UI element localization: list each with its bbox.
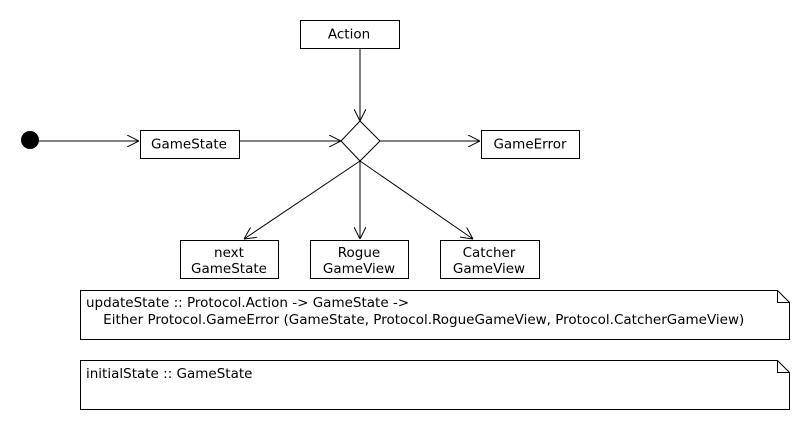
initial-state-note: initialState :: GameState [80,360,790,410]
rogue-gameview-node: Rogue GameView [310,240,409,279]
action-node-label: Action [328,27,370,43]
update-state-note: updateState :: Protocol.Action -> GameSt… [80,290,790,340]
decision-node [340,120,381,162]
next-gamestate-label-line-1: next [214,245,244,261]
gamestate-node: GameState [140,130,240,159]
catcher-gameview-label-line-1: Catcher [463,245,516,261]
edges [39,49,480,239]
update-state-note-line-1: updateState :: Protocol.Action -> GameSt… [86,295,409,311]
update-state-note-line-2: Either Protocol.GameError (GameState, Pr… [86,312,744,328]
initial-state-note-line-1: initialState :: GameState [86,366,252,382]
edge-decision-to-catcher-gameview [359,160,473,239]
next-gamestate-node: next GameState [180,240,279,279]
next-gamestate-label-line-2: GameState [191,261,267,277]
rogue-gameview-label-line-1: Rogue [338,245,380,261]
gameerror-node: GameError [481,130,580,159]
catcher-gameview-node: Catcher GameView [440,240,540,279]
action-node: Action [300,20,400,49]
gameerror-node-label: GameError [493,137,567,153]
initial-node [21,131,39,149]
edge-decision-to-next-gamestate [244,160,361,239]
rogue-gameview-label-line-2: GameView [323,261,395,277]
gamestate-node-label: GameState [151,137,227,153]
catcher-gameview-label-line-2: GameView [453,261,525,277]
